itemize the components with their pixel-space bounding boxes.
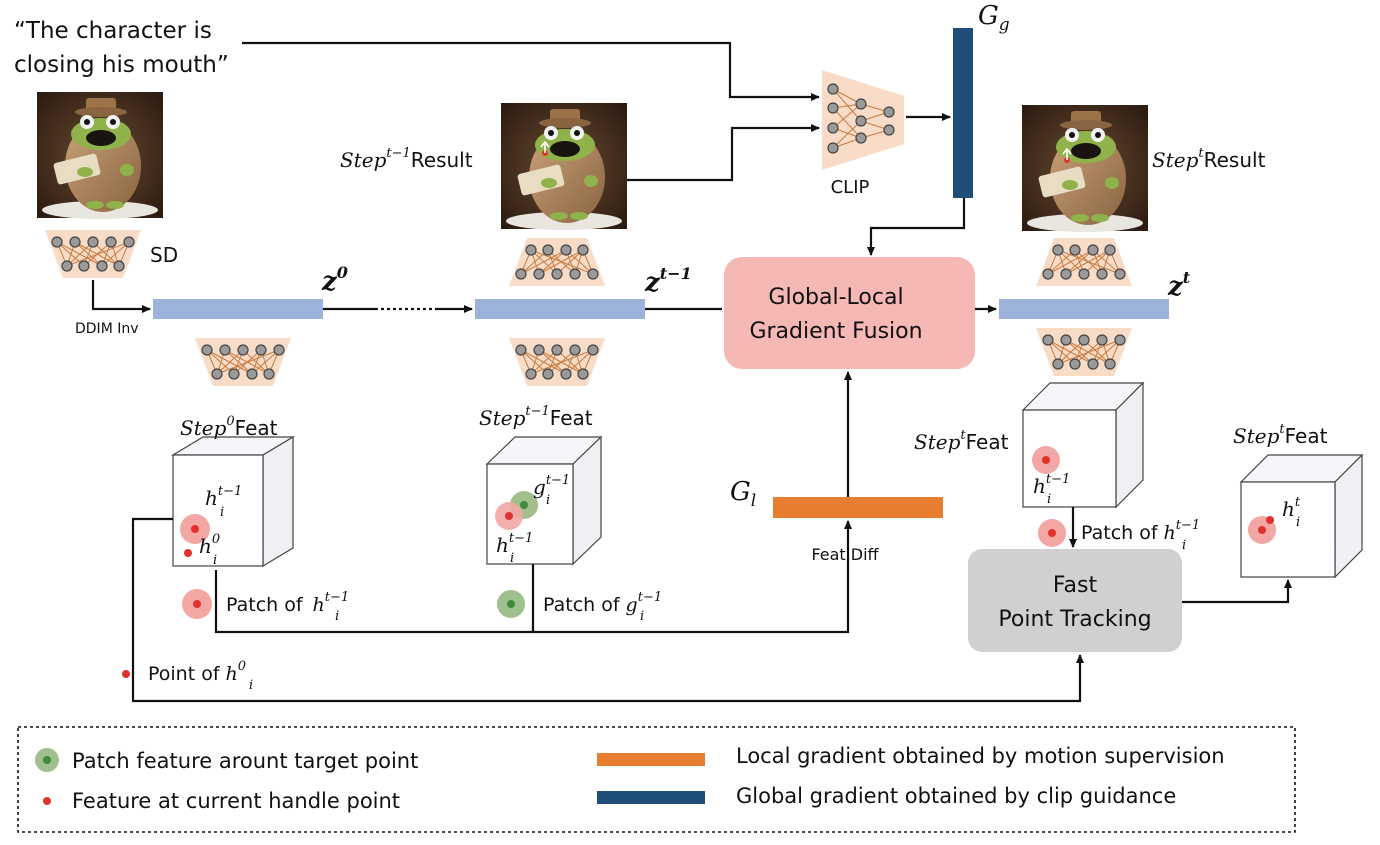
step0-unet-network xyxy=(194,337,292,387)
fusion-line-1: Global-Local xyxy=(768,285,903,310)
step-t-h-sub: i xyxy=(1047,492,1051,507)
legend-handle-feature-label: Feature at current handle point xyxy=(72,789,400,813)
step0-h-0-sub: i xyxy=(213,553,217,568)
patch-g-point xyxy=(507,600,515,608)
latent-z0-bar xyxy=(153,299,323,319)
connectors xyxy=(91,41,1292,703)
step-tm1-result-label: Stept−1Result xyxy=(340,146,473,172)
step-tm1-decoder-network xyxy=(508,237,606,287)
point-h0-dot xyxy=(122,670,130,678)
global-gradient-bar xyxy=(953,28,973,198)
fast-point-tracking-box xyxy=(968,549,1182,652)
patch-ht-point xyxy=(1048,529,1056,537)
clip-label: CLIP xyxy=(831,177,870,198)
legend-patch-point xyxy=(43,756,51,764)
local-gradient-bar xyxy=(773,497,943,518)
step0-feature-cube xyxy=(170,435,296,568)
ddim-inv-label: DDIM Inv xyxy=(75,321,139,337)
step-t-output-feature-cube xyxy=(1239,453,1364,579)
input-image xyxy=(37,92,163,219)
step0-h-tm1-sub: i xyxy=(220,505,224,520)
step-t-output-feat-label: SteptFeat xyxy=(1233,422,1328,448)
legend-global-gradient-swatch xyxy=(597,791,705,804)
step-tm1-unet-network xyxy=(508,337,606,387)
clip-network xyxy=(822,70,904,170)
step0-feat-label: Step0Feat xyxy=(180,414,278,440)
sd-label: SD xyxy=(150,243,178,267)
patch-h-point xyxy=(193,600,201,608)
step-t-h-symbol: ht−1 xyxy=(1033,472,1070,498)
step-tm1-h-sub: i xyxy=(510,551,514,566)
latent-zt-bar xyxy=(999,299,1169,319)
z0-symbol: z0 xyxy=(321,263,348,297)
step-t-result-image xyxy=(1022,105,1148,232)
step-t-unet-network xyxy=(1035,327,1133,377)
step-tm1-result-image xyxy=(501,103,627,230)
legend-box xyxy=(17,726,1296,833)
step0-handle-point xyxy=(191,525,199,533)
tracking-line-2: Point Tracking xyxy=(998,607,1151,632)
legend-local-gradient-label: Local gradient obtained by motion superv… xyxy=(736,744,1225,768)
step-tm1-handle-point xyxy=(505,512,513,520)
step-tm1-handle-marker xyxy=(540,140,550,156)
patch-h-sub: i xyxy=(335,609,339,624)
point-h0-sub: i xyxy=(249,678,253,693)
step-tm1-g-sub: i xyxy=(546,493,550,508)
step-t-feat-label: SteptFeat xyxy=(914,428,1009,454)
output-new-handle-point xyxy=(1266,516,1274,524)
zt-symbol: zt xyxy=(1167,268,1191,302)
output-h-sub: i xyxy=(1296,515,1300,530)
legend-patch-feature-label: Patch feature arount target point xyxy=(72,749,418,773)
legend-handle-point xyxy=(43,797,51,805)
output-old-handle-point xyxy=(1258,526,1266,534)
prompt-line-1: “The character is xyxy=(14,18,212,44)
patch-g-sub: i xyxy=(640,609,644,624)
step-tm1-feat-label: Stept−1Feat xyxy=(479,404,593,430)
step-t-decoder-network xyxy=(1035,237,1133,287)
tracking-line-1: Fast xyxy=(1053,573,1098,598)
local-gradient-symbol: Gl xyxy=(730,477,756,511)
step0-h-0-symbol: h0 xyxy=(199,532,220,558)
latent-ztm1-bar xyxy=(475,299,645,319)
legend-local-gradient-swatch xyxy=(597,753,705,766)
step-tm1-target-point xyxy=(520,501,528,509)
step0-initial-point xyxy=(184,549,192,557)
step-t-result-label: SteptResult xyxy=(1152,146,1266,172)
step-t-handle-point xyxy=(1042,456,1050,464)
prompt-line-2: closing his mouth” xyxy=(14,52,229,78)
step-tm1-h-symbol: ht−1 xyxy=(496,531,533,557)
step-t-handle-marker xyxy=(1062,147,1072,163)
legend-global-gradient-label: Global gradient obtained by clip guidanc… xyxy=(736,784,1176,808)
step-tm1-g-symbol: gt−1 xyxy=(533,473,570,499)
sd-encoder-network xyxy=(44,229,142,279)
global-gradient-symbol: Gg xyxy=(978,1,1010,35)
fusion-line-2: Gradient Fusion xyxy=(749,319,922,344)
step0-h-tm1-symbol: ht−1 xyxy=(205,484,242,510)
ztm1-symbol: zt−1 xyxy=(644,264,692,298)
global-local-fusion-box xyxy=(724,257,975,369)
output-h-symbol: ht xyxy=(1282,495,1301,521)
patch-ht-sub: i xyxy=(1182,538,1186,553)
feat-diff-label: Feat Diff xyxy=(811,545,879,564)
